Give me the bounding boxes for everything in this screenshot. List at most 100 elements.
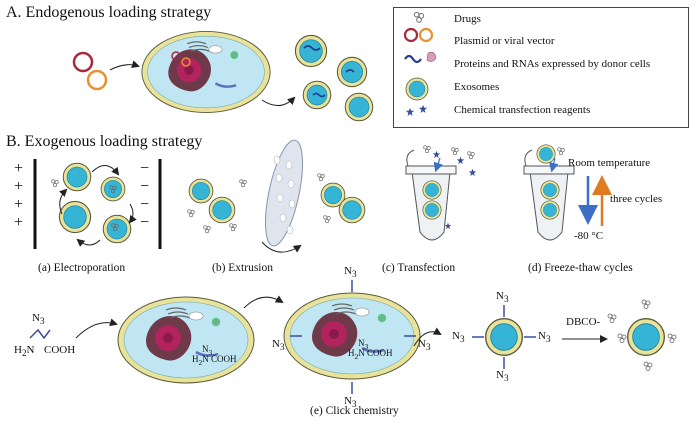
acid-label: COOH: [44, 344, 76, 356]
arrow-click-1: [75, 318, 118, 339]
exosome-c1: [422, 180, 442, 200]
tube-lid: [524, 149, 533, 167]
protein-icon: [426, 51, 437, 62]
minus-sign: −: [140, 178, 150, 195]
drug-icon: [51, 179, 59, 188]
exosome-a1: [294, 34, 328, 68]
plasmid-icon: [403, 27, 419, 43]
drug-icon: [187, 209, 195, 218]
plasmid-icon: [418, 27, 434, 43]
section-b-title: B. Exogenous loading strategy: [6, 133, 203, 150]
drug-icon: [451, 147, 459, 156]
tube-lid: [406, 149, 415, 167]
drug-icon: [643, 361, 653, 371]
caption-click-chemistry: (e) Click chemistry: [310, 405, 399, 417]
arrow-into-tube: [433, 157, 443, 173]
exosome-d1: [540, 180, 560, 200]
arrow-click-3: [413, 327, 442, 347]
legend: Drugs Plasmid or viral vector Proteins a…: [393, 7, 689, 128]
plus-sign: +: [14, 196, 24, 213]
drug-icon: [203, 225, 211, 234]
legend-label-exosomes: Exosomes: [454, 81, 500, 93]
drug-icon: [667, 333, 677, 343]
exosome-a3: [302, 80, 332, 110]
drug-icon: [317, 173, 325, 182]
caption-extrusion: (b) Extrusion: [212, 262, 274, 274]
azido-amino-acid-bond: [29, 328, 51, 340]
plasmid-in-cell-icon: [181, 57, 191, 67]
arrow-extrusion: [261, 241, 302, 253]
dbco-label: DBCO-: [566, 316, 601, 328]
intracellular-amino-acid: H2N COOH: [192, 354, 237, 367]
drug-icon: [557, 147, 565, 156]
exosome-e1: [62, 162, 92, 192]
three-cycles-label: three cycles: [610, 193, 663, 205]
positive-signs: + + + +: [14, 160, 23, 232]
tube-cap: [523, 165, 575, 175]
arrow-into-cell: [109, 60, 140, 71]
cell-azide-bottom: N3: [344, 395, 357, 410]
drug-icon: [467, 151, 475, 160]
caption-electroporation: (a) Electroporation: [38, 262, 126, 274]
reagent-star-icon: [456, 156, 465, 165]
click-cell-2: [282, 291, 422, 381]
minus-sign: −: [140, 214, 150, 231]
minus-sign: −: [140, 160, 150, 177]
exosome-azide: [484, 317, 523, 357]
arrow-electroporation: [91, 165, 120, 176]
arrow-click-2: [243, 295, 284, 309]
room-temperature-label: Room temperature: [568, 157, 651, 169]
drug-icon: [423, 145, 431, 154]
intracellular-amino-acid-2: H2N COOH: [348, 348, 393, 361]
exosome-azide-right: N3: [538, 330, 551, 345]
reagent-star-icon: [468, 168, 477, 177]
azide-label: N3: [32, 312, 45, 327]
rna-icon: [345, 69, 355, 73]
arrow-into-tube: [549, 157, 559, 173]
drug-icon: [239, 179, 247, 188]
donor-cell: [140, 30, 272, 114]
drug-icon: [323, 215, 331, 224]
caption-freeze-thaw: (d) Freeze-thaw cycles: [528, 262, 633, 274]
exosome-c2: [422, 200, 442, 220]
plasmid-orange-icon: [86, 69, 108, 91]
section-a-title: A. Endogenous loading strategy: [6, 4, 212, 21]
exosome-b2: [208, 196, 236, 224]
exosome-azide-top: N3: [496, 290, 509, 305]
plus-sign: +: [14, 214, 24, 231]
exosome-e4: [102, 214, 132, 244]
negative-signs: − − − −: [140, 160, 149, 232]
exosome-d3: [536, 144, 556, 164]
membrane-pores: [273, 155, 296, 235]
legend-label-plasmid: Plasmid or viral vector: [454, 35, 555, 47]
caption-transfection: (c) Transfection: [382, 262, 456, 274]
cell-azide-right: N3: [418, 338, 431, 353]
plasmid-in-cell-icon: [171, 51, 181, 61]
tube-cap: [405, 165, 457, 175]
arrow-electroporation: [128, 203, 137, 224]
drug-icon: [617, 333, 627, 343]
drug-icon: [229, 223, 237, 232]
amine-label: H2N: [14, 344, 35, 359]
exosome-a4: [344, 92, 374, 122]
arrow-out-of-cell: [261, 96, 296, 106]
exosome-azide-bottom: N3: [496, 369, 509, 384]
exosome-azide-left: N3: [452, 330, 465, 345]
legend-label-drugs: Drugs: [454, 13, 481, 25]
exosome-d2: [540, 200, 560, 220]
cell-azide-left: N3: [272, 338, 285, 353]
click-cell-1: [116, 295, 256, 385]
rna-icon: [404, 54, 422, 64]
legend-label-reagents: Chemical transfection reagents: [454, 104, 591, 116]
exosome-drug-conjugate: [627, 317, 665, 357]
arrow-electroporation: [76, 238, 101, 247]
drug-icon: [607, 313, 617, 323]
plus-sign: +: [14, 160, 24, 177]
drug-icon: [413, 11, 425, 23]
exosome-icon: [405, 77, 429, 101]
intracellular-azide: N3: [202, 344, 213, 357]
rna-icon: [312, 92, 326, 98]
extrusion-membrane: [265, 139, 303, 247]
minus-80-label: -80 °C: [574, 230, 604, 242]
